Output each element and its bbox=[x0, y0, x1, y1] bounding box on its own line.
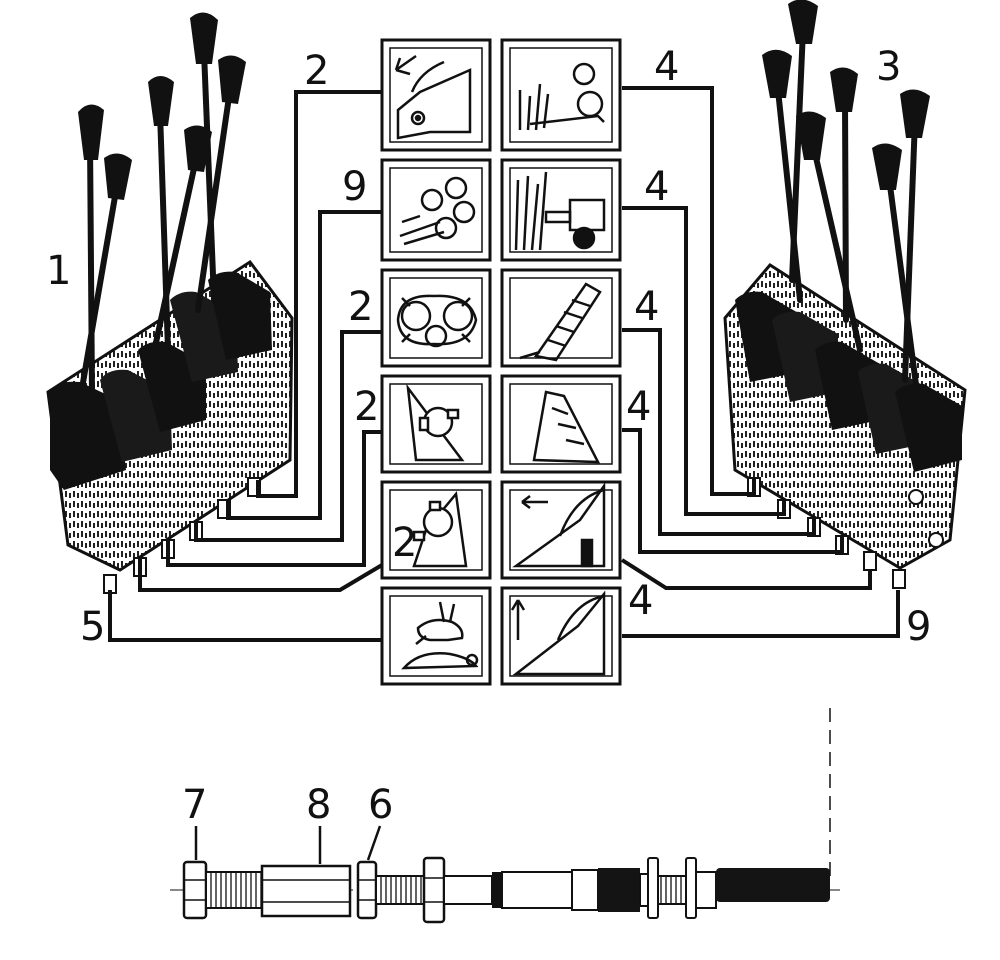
icon-panel-elevator-slew bbox=[500, 374, 622, 474]
left-leader-label: 9 bbox=[342, 164, 367, 210]
end-nut bbox=[182, 860, 208, 920]
right-bank-label: 3 bbox=[876, 44, 901, 90]
bucket-lift-icon bbox=[510, 590, 606, 676]
icon-panel-split-rollers bbox=[380, 268, 492, 368]
right-leader-label: 4 bbox=[634, 284, 659, 330]
icon-panel-rollers bbox=[380, 158, 492, 262]
rotor-right-icon bbox=[412, 491, 468, 568]
icon-panel-cane-cutter bbox=[500, 158, 622, 262]
lock-nut bbox=[356, 860, 378, 920]
right-cables bbox=[620, 86, 900, 638]
icon-panel-speed bbox=[380, 586, 492, 686]
icon-panel-cane-feed bbox=[500, 38, 622, 152]
right-valve-bank bbox=[723, 263, 967, 589]
cane-cutter-icon bbox=[514, 171, 606, 251]
coupling-sleeve bbox=[260, 864, 352, 918]
left-leader-label: 2 bbox=[392, 520, 417, 566]
left-levers bbox=[77, 12, 246, 403]
right-leader-label: 4 bbox=[626, 384, 651, 430]
right-leader-label: 4 bbox=[628, 578, 653, 624]
tilt-gate-icon bbox=[394, 54, 472, 140]
right-leader-label: 4 bbox=[644, 164, 669, 210]
icon-panel-bucket-lift bbox=[500, 586, 622, 686]
left-valve-bank bbox=[46, 259, 294, 594]
left-leader-label: 2 bbox=[354, 384, 379, 430]
right-levers bbox=[762, 0, 930, 403]
icon-panel-elevator-raise bbox=[500, 268, 622, 368]
rotor-left-icon bbox=[406, 383, 465, 462]
bucket-back-icon bbox=[512, 482, 606, 568]
icon-panel-rotor-right bbox=[380, 480, 492, 580]
rollers-icon bbox=[399, 176, 476, 246]
icon-panel-rotor-left bbox=[380, 374, 492, 474]
hare-tortoise-speed-icon bbox=[401, 601, 479, 670]
left-leader-label: 5 bbox=[80, 604, 105, 650]
elevator-slew-icon bbox=[532, 390, 601, 464]
cable-part-label: 6 bbox=[368, 782, 393, 828]
left-cables bbox=[108, 90, 384, 642]
cable-part-label: 7 bbox=[182, 782, 207, 828]
right-leader-label: 4 bbox=[654, 44, 679, 90]
cable-detail: 7 8 6 bbox=[170, 708, 840, 924]
callout-labels: 1 3 2 9 2 2 2 5 4 4 4 4 4 9 bbox=[46, 44, 931, 650]
cable-part-label: 8 bbox=[306, 782, 331, 828]
icon-panel-tilt-gate bbox=[380, 38, 492, 152]
icon-panel-bucket-back bbox=[500, 480, 622, 580]
left-bank-label: 1 bbox=[46, 248, 71, 294]
elevator-raise-icon bbox=[519, 282, 602, 362]
left-leader-label: 2 bbox=[348, 284, 373, 330]
left-leader-label: 2 bbox=[304, 48, 329, 94]
cane-feed-icon bbox=[518, 62, 605, 131]
right-leader-label: 9 bbox=[906, 604, 931, 650]
split-rollers-icon bbox=[396, 294, 478, 348]
